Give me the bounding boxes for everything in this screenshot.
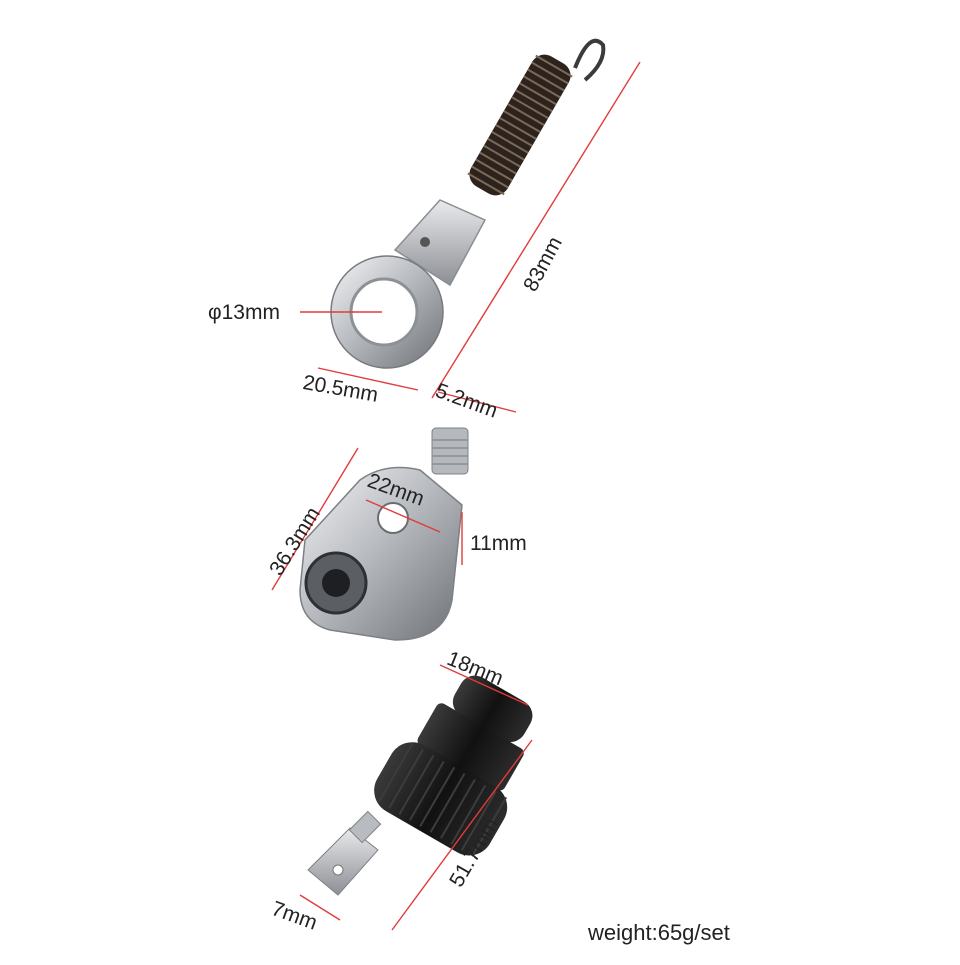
dim-line-adapter-length: [391, 739, 533, 931]
dim-line-tab-width: [299, 894, 341, 921]
dim-line-hole-spacing: [365, 499, 441, 533]
dimension-lines: [271, 61, 641, 931]
dim-line-overall-length: [431, 61, 641, 399]
dim-line-shaft-width: [437, 391, 517, 413]
top-knob: [452, 675, 533, 742]
bit-holder-body: [299, 427, 469, 641]
torx-socket: [322, 569, 350, 597]
ratchet-ring-with-spring: [330, 38, 606, 369]
knurled-knob: [374, 742, 508, 856]
drive-tab: [307, 827, 379, 896]
ratchet-arm: [393, 199, 487, 287]
spring-hook: [573, 38, 606, 82]
tab-hole: [332, 864, 344, 876]
adapter: [307, 675, 533, 896]
arm-rivet: [420, 237, 430, 247]
adapter-shaft: [348, 810, 382, 844]
dim-line-ring-width: [317, 367, 419, 391]
dim-line-body-height: [271, 447, 359, 591]
weight-label: weight:65g/set: [588, 920, 730, 945]
adapter-body: [417, 703, 524, 791]
coil-spring: [467, 54, 573, 196]
label-ring-diameter: φ13mm: [208, 301, 280, 324]
dim-line-knob-diameter: [439, 664, 529, 706]
threaded-post: [431, 427, 469, 475]
label-body-thickness: 11mm: [470, 532, 527, 555]
